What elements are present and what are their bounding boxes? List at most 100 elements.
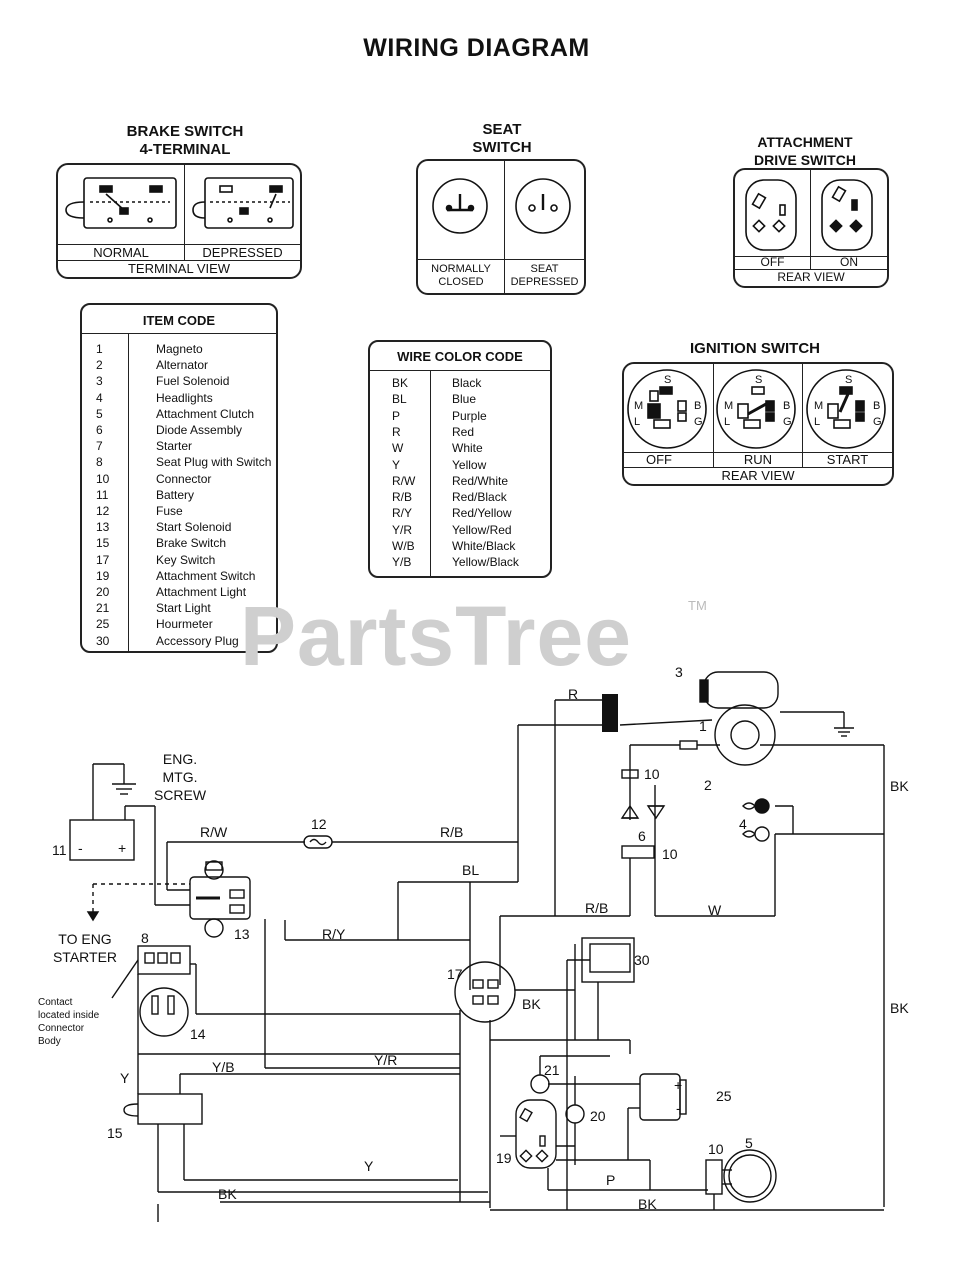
wire-label-y-bottom: Y (364, 1158, 374, 1174)
wire-color-code: Y/R (392, 522, 413, 537)
to-eng-line: TO ENG (58, 931, 112, 947)
battery-plus: + (118, 840, 127, 856)
ignition-switch-off-icon (627, 369, 707, 449)
wire-color-title: WIRE COLOR CODE (397, 349, 523, 364)
term-l: L (634, 416, 641, 428)
item-21: 21 (544, 1062, 560, 1078)
divider (58, 244, 300, 245)
mtg-line: MTG. (162, 769, 198, 785)
attachment-switch-on-icon (821, 179, 873, 251)
seat-normally-closed-label: NORMALLY CLOSED (418, 263, 504, 289)
wire-label-yb: Y/B (212, 1059, 235, 1075)
screw-line: SCREW (153, 787, 207, 803)
item-code-number: 2 (96, 358, 103, 373)
battery-minus: - (78, 840, 83, 856)
wire-label-bl: BL (462, 862, 480, 878)
wire-label-bk-mid: BK (522, 996, 541, 1012)
item-10-bottom: 10 (708, 1141, 724, 1157)
item-code-number: 11 (96, 487, 109, 502)
item-10-mid: 10 (662, 846, 678, 862)
item-code-name: Start Light (156, 601, 211, 616)
wire-color-code: R/B (392, 490, 413, 505)
ignition-run-label: RUN (743, 452, 773, 467)
item-code-name: Alternator (156, 358, 209, 373)
item-code-number: 21 (96, 601, 110, 616)
item-25: 25 (716, 1088, 732, 1104)
wire-label-rw: R/W (200, 824, 228, 840)
item-code-number: 17 (96, 552, 110, 567)
attachment-off-label: OFF (760, 255, 785, 269)
attachment-on-label: ON (840, 255, 858, 269)
item-code-number: 5 (96, 406, 103, 421)
item-code-name: Fuse (156, 504, 183, 518)
item-12: 12 (311, 816, 327, 832)
item-14: 14 (190, 1026, 206, 1042)
item-code-name: Attachment Light (156, 585, 247, 599)
item-code-number: 1 (96, 342, 103, 356)
wire-label-bk-bottom: BK (638, 1196, 657, 1212)
brake-depressed-label: DEPRESSED (202, 245, 283, 260)
wire-color-name: Red/Black (452, 490, 507, 505)
item-code-name: Attachment Clutch (156, 406, 255, 421)
item-11: 11 (52, 842, 67, 858)
wire-label-y-left: Y (120, 1070, 130, 1086)
ignition-off-label: OFF (646, 452, 672, 467)
wire-label-bk-bottom-left: BK (218, 1186, 237, 1202)
wire-label-bk-right: BK (890, 1000, 909, 1016)
term-l: L (814, 416, 821, 428)
brake-switch-panel: NORMAL DEPRESSED TERMINAL VIEW (56, 163, 302, 279)
wire-color-code: BK (392, 376, 409, 390)
attachment-view-label: REAR VIEW (777, 270, 845, 284)
wire-color-name: Yellow/Red (452, 522, 512, 537)
contact-line2: located inside (38, 1010, 100, 1021)
divider (802, 364, 803, 467)
divider (624, 467, 892, 468)
wire-label-r: R (568, 686, 579, 702)
item-15: 15 (107, 1125, 123, 1141)
divider (504, 161, 505, 293)
item-code-number: 6 (96, 423, 103, 437)
wire-label-rb-mid: R/B (585, 900, 609, 916)
wire-color-code: R/Y (392, 506, 413, 521)
wire-color-name: Purple (452, 408, 487, 423)
item-code-number: 15 (96, 536, 110, 551)
seat-switch-title-line2: SWITCH (472, 139, 532, 156)
to-eng-starter-label: TO ENG STARTER (45, 930, 125, 966)
divider (184, 165, 185, 261)
wire-color-name: Yellow (452, 457, 487, 472)
wire-label-w: W (708, 902, 722, 918)
item-code-number: 20 (96, 585, 110, 599)
wire-color-code: Y/B (392, 555, 412, 570)
seat-left-line1: NORMALLY (431, 263, 491, 275)
wire-color-name: Red/White (452, 473, 509, 488)
item-code-name: Attachment Switch (156, 568, 256, 583)
seat-switch-title: SEAT SWITCH (440, 121, 564, 157)
wire-color-code: Y (392, 457, 401, 472)
item-code-number: 19 (96, 568, 110, 583)
term-b: B (783, 400, 791, 412)
seat-switch-closed-icon (432, 178, 488, 234)
partstree-watermark: PartsTree (240, 589, 632, 683)
divider (735, 256, 887, 257)
item-code-name: Fuel Solenoid (156, 374, 230, 389)
contact-line1: Contact (38, 997, 73, 1008)
wire-label-yr: Y/R (374, 1052, 398, 1068)
hourmeter-plus: + (674, 1077, 683, 1093)
brake-switch-title-line1: BRAKE SWITCH (126, 123, 244, 140)
wire-color-name: White/Black (452, 539, 516, 553)
divider (810, 170, 811, 270)
seat-depressed-label: SEAT DEPRESSED (505, 263, 584, 289)
wire-color-code: P (392, 408, 401, 423)
item-code-name: Connector (156, 471, 212, 486)
ignition-switch-title: IGNITION SWITCH (690, 340, 820, 357)
diagram-title: WIRING DIAGRAM (363, 34, 590, 62)
brake-switch-title: BRAKE SWITCH 4-TERMINAL (90, 123, 280, 159)
ignition-switch-panel: OFF RUN START REAR VIEW S M L B G S M L … (622, 362, 894, 486)
divider (430, 370, 431, 576)
item-2: 2 (704, 777, 712, 793)
wire-color-code: BL (392, 392, 407, 407)
seat-right-line1: SEAT (530, 263, 559, 275)
item-code-name: Accessory Plug (156, 633, 239, 648)
item-code-number: 7 (96, 439, 103, 454)
